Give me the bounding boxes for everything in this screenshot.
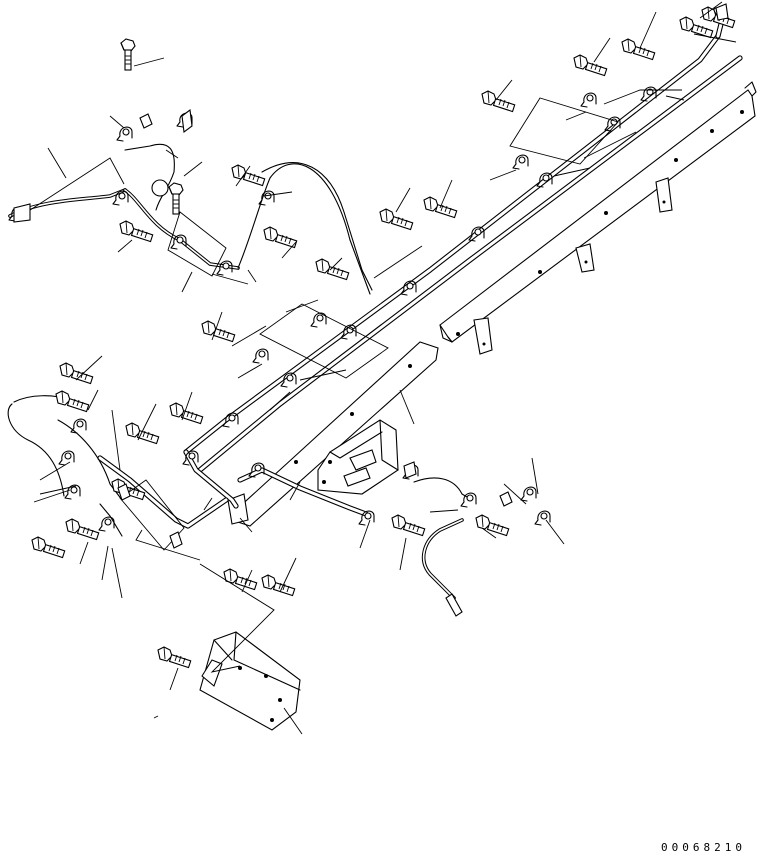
fittings	[13, 3, 729, 549]
leader-lines	[23, 1, 737, 735]
lower-bracket	[199, 631, 301, 731]
plate-bracket	[317, 419, 399, 495]
main-frame-bracket	[439, 81, 757, 355]
main-pipes	[97, 7, 743, 529]
bolts	[31, 6, 736, 669]
drawing-code: 00068210	[661, 841, 746, 854]
